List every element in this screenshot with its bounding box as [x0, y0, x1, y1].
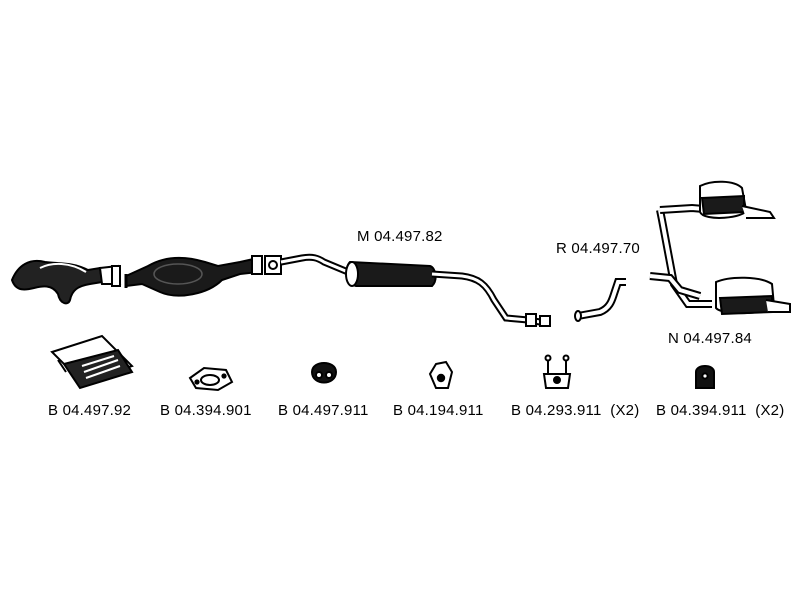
- rear-pipe: [574, 278, 626, 322]
- rubber-hanger-icon: [310, 362, 338, 384]
- accessory-label: B 04.394.911 (X2): [656, 402, 785, 419]
- rubber-strap-icon: [542, 354, 572, 389]
- accessory-label: B 04.497.92: [48, 402, 132, 419]
- small-hanger-icon: [695, 365, 715, 389]
- accessory-label: B 04.497.911: [278, 402, 369, 419]
- flange-gasket-icon: [188, 366, 234, 392]
- accessory-label: B 04.293.911 (X2): [511, 402, 640, 419]
- middle-muffler-label: M 04.497.82: [357, 228, 443, 245]
- catalytic-converter: [124, 255, 263, 297]
- rear-muffler-label: N 04.497.84: [668, 330, 752, 347]
- accessory-label: B 04.394.901: [160, 402, 252, 419]
- accessory-label: B 04.194.911: [393, 402, 484, 419]
- front-downpipe: [10, 260, 122, 305]
- rubber-mount-icon: [428, 360, 454, 389]
- middle-muffler-assembly: [264, 253, 551, 327]
- mounting-kit-icon: [50, 334, 134, 390]
- rear-muffler-assembly: [649, 180, 791, 316]
- rear-pipe-label: R 04.497.70: [556, 240, 640, 257]
